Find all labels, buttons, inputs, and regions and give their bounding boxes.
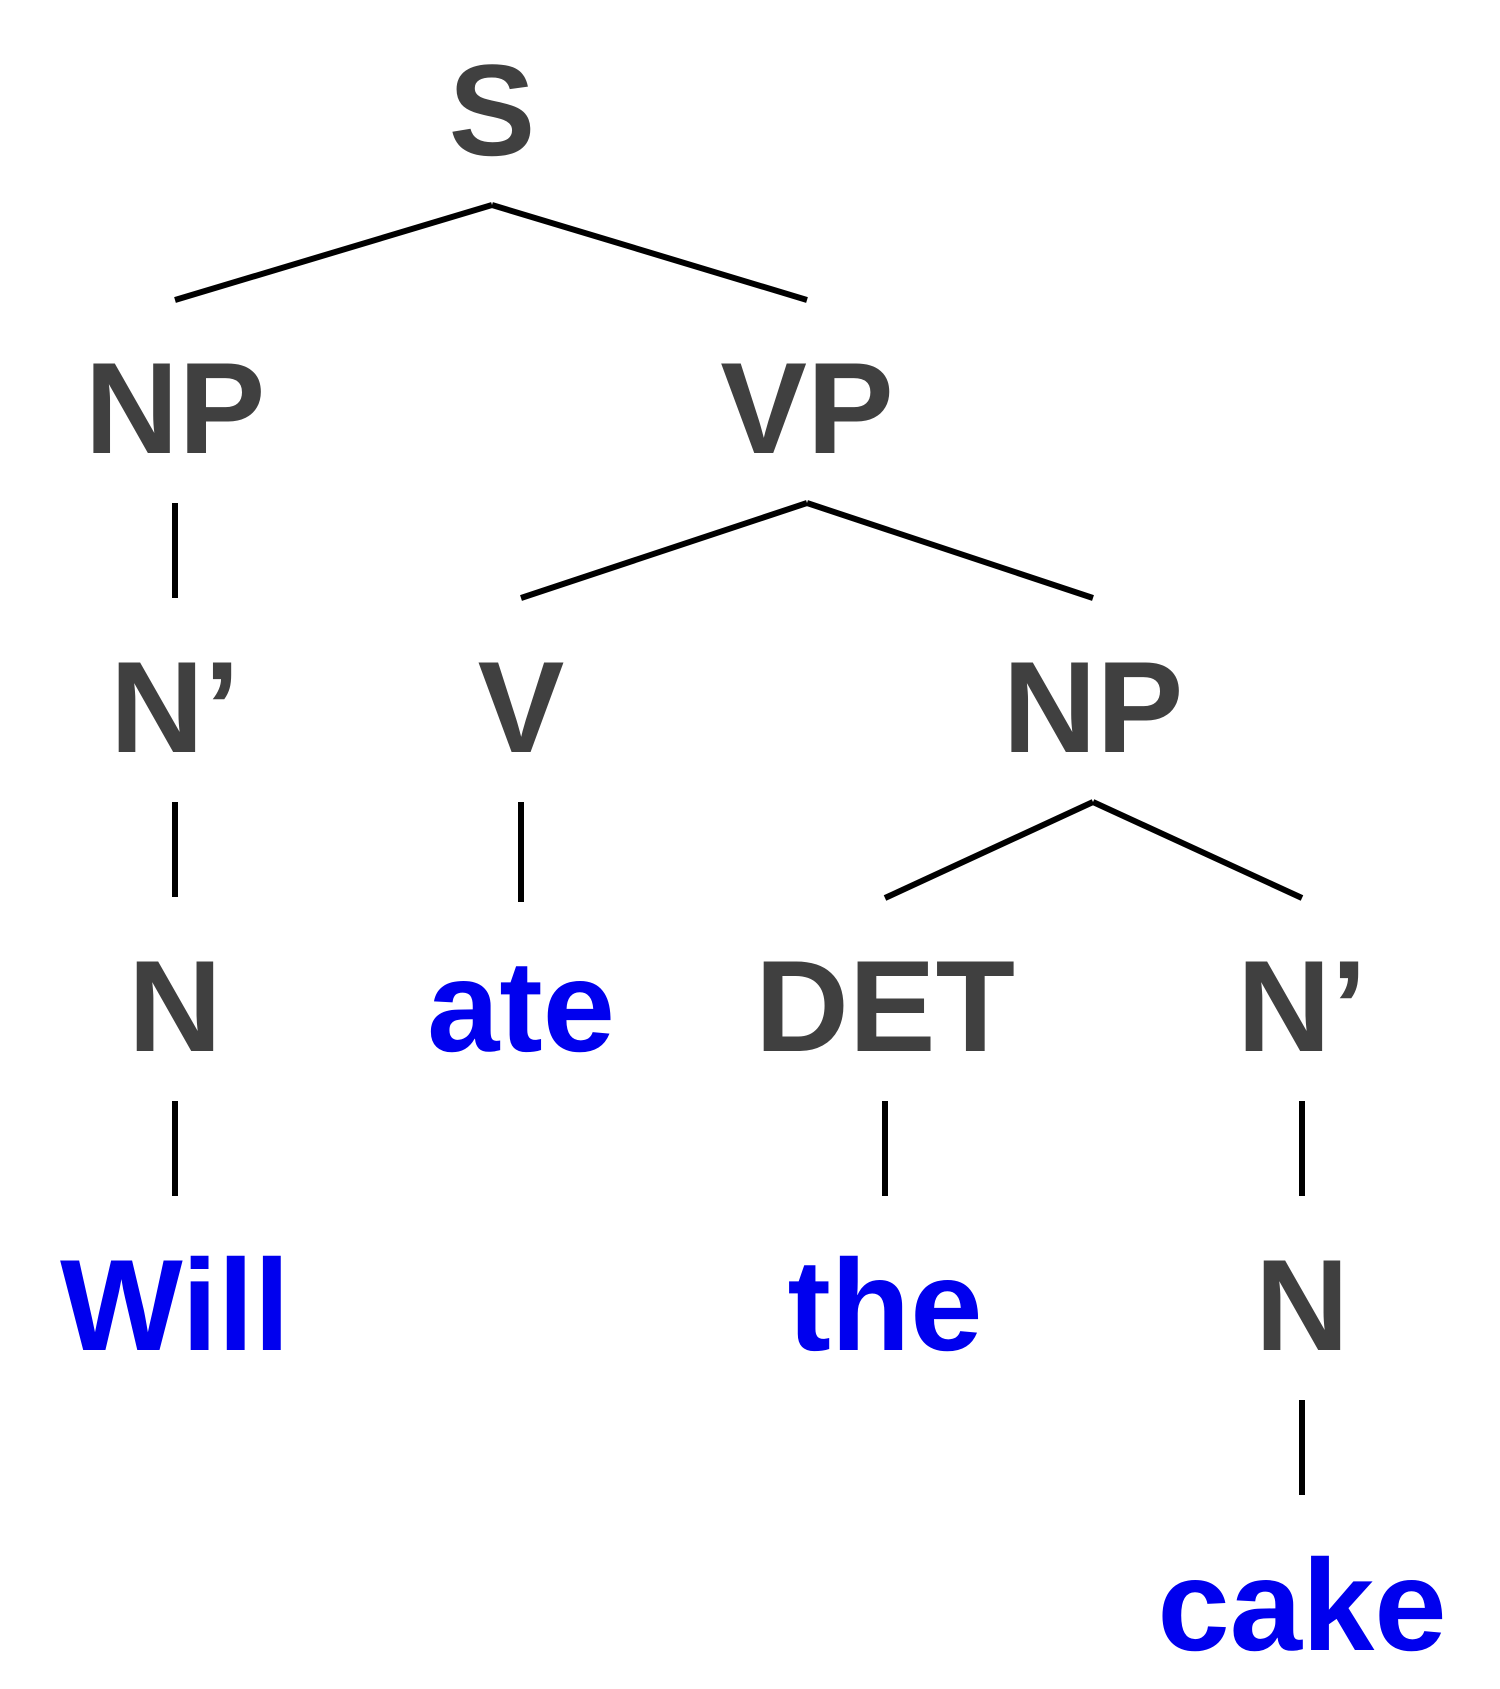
tree-edges (172, 202, 1305, 1495)
node-s: S (449, 37, 536, 183)
node-n-subject: N (128, 933, 222, 1079)
edge-s-vp (491, 202, 808, 303)
tree-labels: S NP VP N’ V NP N ate DET N’ Will the N … (60, 37, 1447, 1678)
edge-vp-v (520, 500, 808, 601)
edge-np2-det (883, 799, 1095, 901)
edge-vp-np2 (806, 500, 1094, 601)
node-vp: VP (720, 335, 893, 481)
edge-np2-nbar2 (1091, 799, 1304, 901)
node-np-subject: NP (85, 335, 266, 481)
node-v: V (478, 634, 565, 780)
node-nbar-object: N’ (1237, 933, 1367, 1079)
edge-s-np1 (174, 202, 493, 303)
word-will: Will (60, 1232, 290, 1378)
node-det: DET (755, 933, 1015, 1079)
word-the: the (788, 1232, 983, 1378)
node-np-object: NP (1003, 634, 1184, 780)
node-nbar-subject: N’ (110, 634, 240, 780)
word-cake: cake (1157, 1532, 1446, 1678)
word-ate: ate (427, 933, 615, 1079)
node-n-object: N (1255, 1232, 1349, 1378)
